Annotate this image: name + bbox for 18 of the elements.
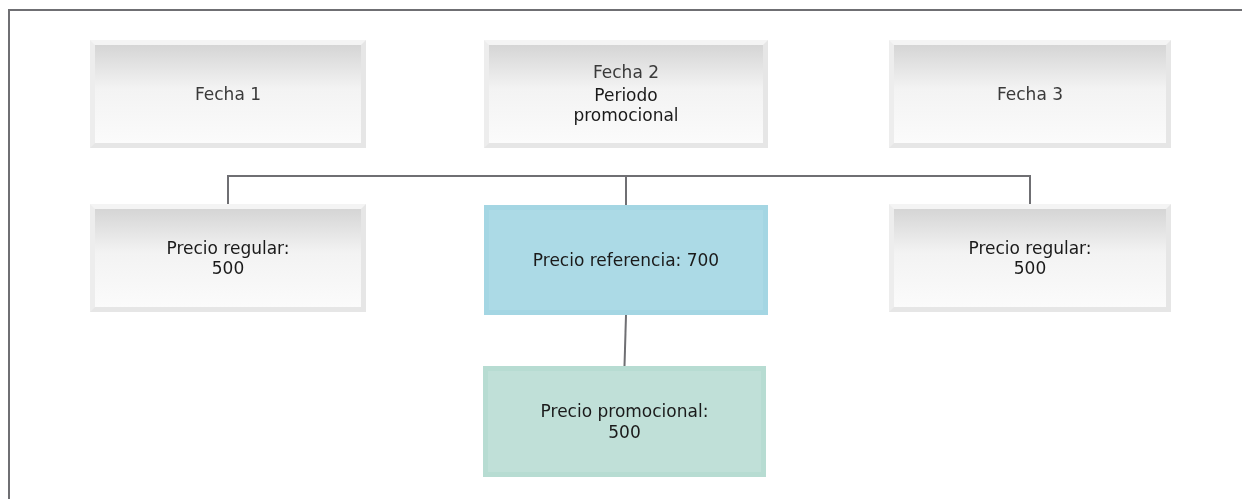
box-text: Fecha 2 [592, 62, 660, 83]
process-box [90, 204, 366, 312]
box-text: Periodo promocional [572, 84, 680, 126]
box-text: Precio promocional: 500 [539, 401, 710, 442]
process-box [889, 204, 1171, 312]
connector-line [227, 175, 627, 206]
process-box [889, 40, 1171, 148]
process-box [484, 205, 768, 315]
connector-line [625, 175, 1031, 206]
box-text: Fecha 1 [194, 83, 262, 105]
box-text: Precio regular: 500 [967, 237, 1093, 279]
box-text: Precio referencia: 700 [532, 249, 720, 271]
box-text: Fecha 3 [996, 83, 1064, 105]
connector-line [623, 314, 627, 367]
box-text: Precio regular: 500 [165, 237, 291, 279]
process-box [90, 40, 366, 148]
process-box [483, 366, 766, 477]
process-box [484, 40, 768, 148]
